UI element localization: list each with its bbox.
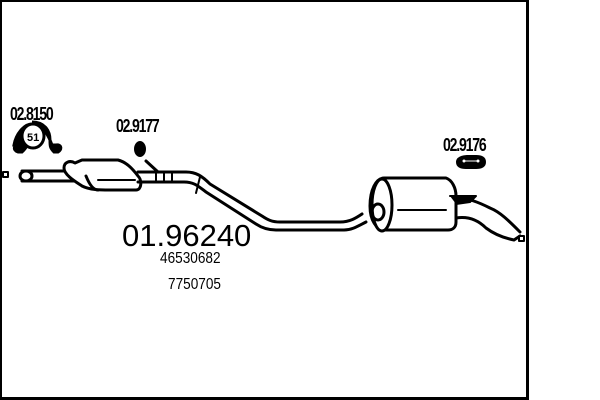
rubber-mount-icon: 51 [12, 120, 63, 154]
rubber-bracket-icon [456, 155, 486, 169]
main-part-number: 01.96240 [122, 218, 252, 253]
middle-hanger-part-number: 02.9177 [116, 116, 160, 136]
front-mount-part-number: 02.8150 [10, 104, 54, 124]
rear-connector-icon [518, 235, 525, 242]
middle-silencer [62, 158, 143, 192]
front-connector-icon [2, 171, 9, 178]
rubber-ring-icon [134, 141, 146, 157]
svg-text:51: 51 [27, 132, 39, 144]
oe-number-1: 46530682 [160, 250, 221, 267]
rear-silencer [368, 176, 522, 242]
mid-pipe [136, 159, 368, 232]
rear-hanger-part-number: 02.9176 [443, 135, 487, 155]
oe-number-2: 7750705 [168, 276, 221, 293]
